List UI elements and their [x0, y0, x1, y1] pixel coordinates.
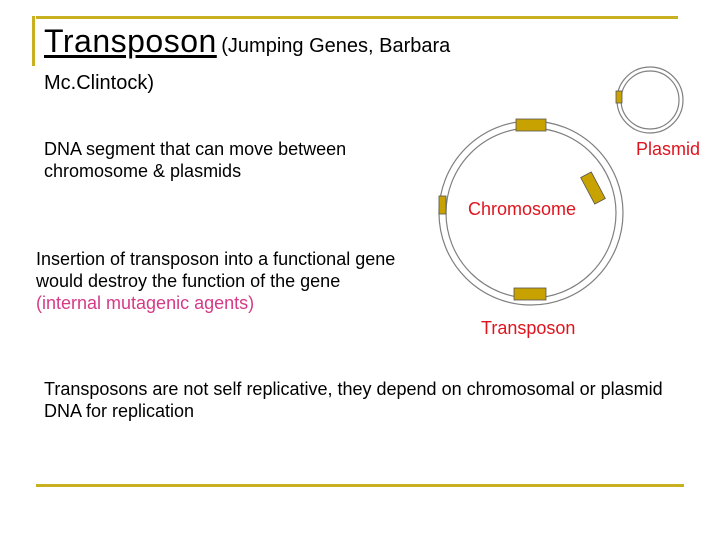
definition-text: DNA segment that can move between chromo…	[44, 139, 347, 181]
plasmid-transposon-segment	[615, 90, 623, 104]
insertion-text: Insertion of transposon into a functiona…	[36, 248, 406, 314]
transposon-segment-right	[580, 171, 606, 205]
title-subtitle: (Jumping Genes, Barbara	[221, 35, 451, 57]
chromosome-ring	[438, 118, 624, 306]
transposon-label: Transposon	[481, 318, 576, 338]
plasmid-ring	[615, 66, 684, 134]
chromosome-label: Chromosome	[468, 199, 577, 219]
bottom-note: Transposons are not self replicative, th…	[44, 379, 663, 421]
plasmid-label: Plasmid	[636, 139, 701, 159]
insertion-highlight: (internal mutagenic agents)	[36, 293, 255, 313]
title-subtitle-line2: Mc.Clintock)	[44, 72, 155, 94]
bottom-accent-rule	[36, 484, 684, 487]
transposon-segment-left	[438, 195, 447, 215]
plasmid-ring-outer	[616, 66, 684, 134]
left-accent-rule	[32, 16, 35, 66]
plasmid-ring-inner	[620, 70, 680, 130]
transposon-segment-top	[515, 118, 547, 132]
insertion-main: Insertion of transposon into a functiona…	[36, 249, 396, 291]
title-main: Transposon	[44, 23, 217, 59]
transposon-segment-bottom	[513, 287, 547, 301]
slide-title: Transposon (Jumping Genes, Barbara	[44, 23, 451, 59]
top-accent-rule	[36, 16, 678, 19]
